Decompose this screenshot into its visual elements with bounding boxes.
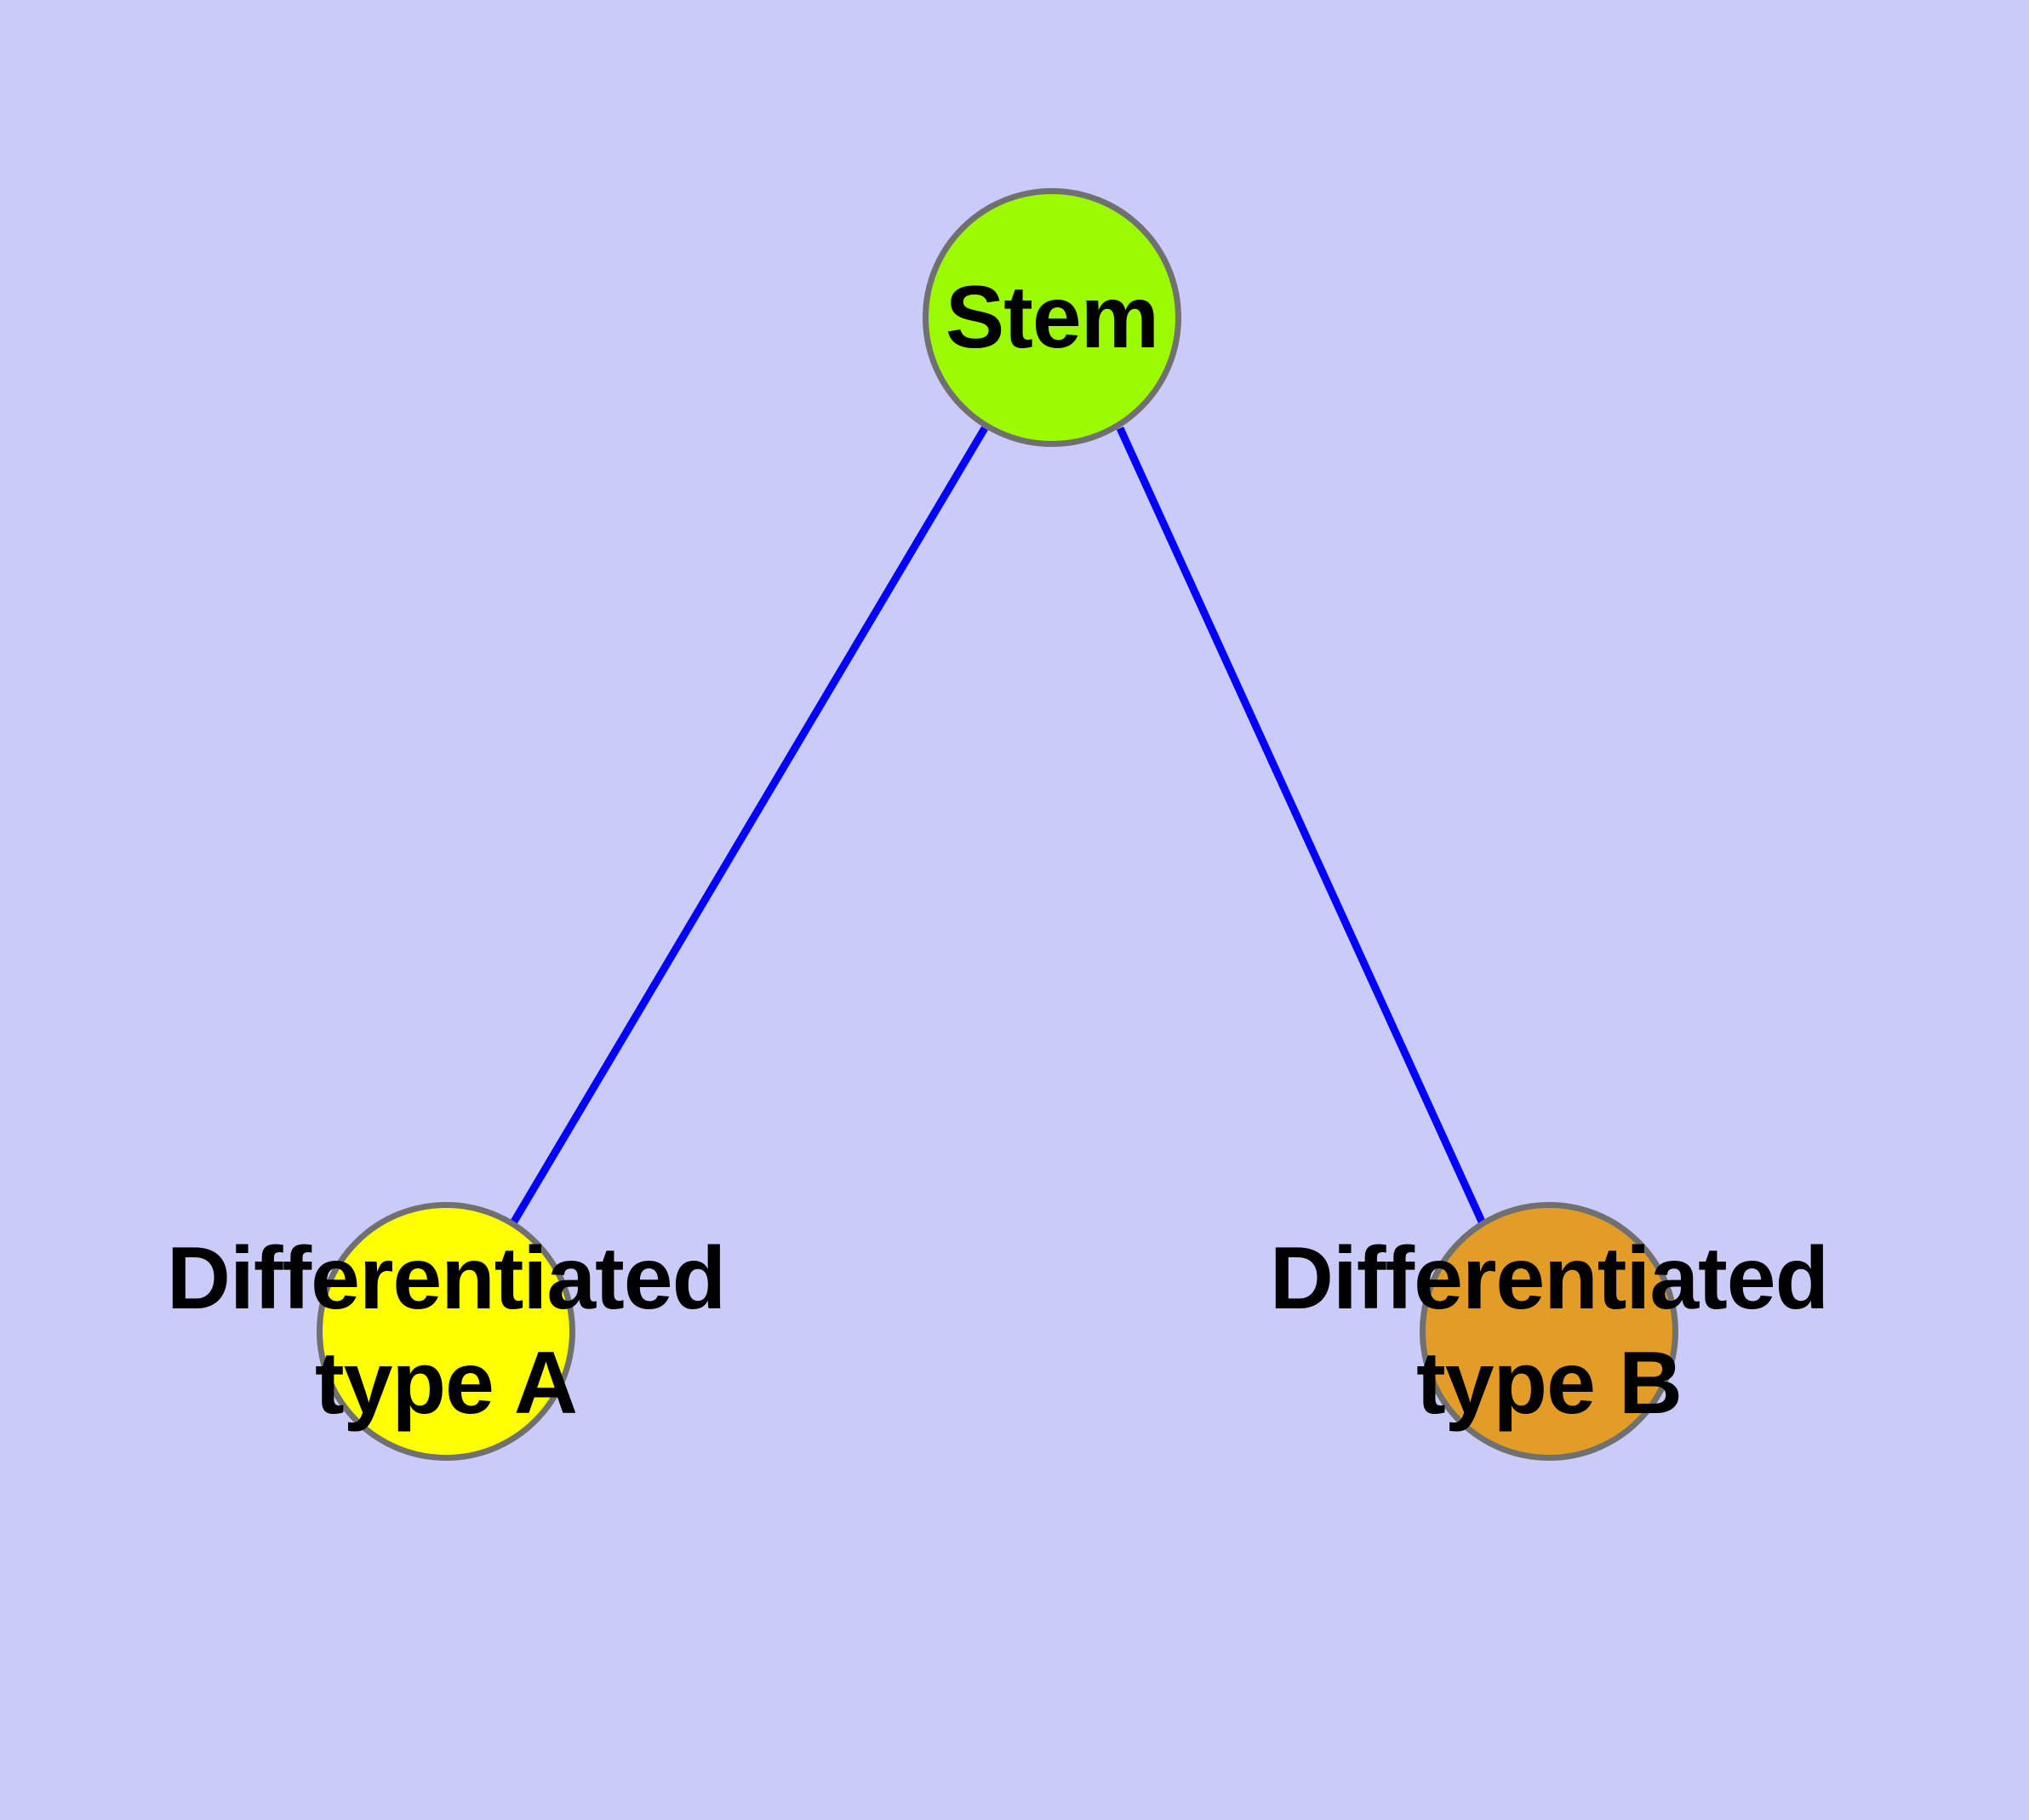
edge-stem-to-differentiated-type-a <box>511 426 988 1224</box>
edge-stem-to-differentiated-type-b <box>1116 426 1486 1223</box>
node-differentiated-type-a[interactable] <box>317 1202 575 1461</box>
node-stem[interactable] <box>923 188 1181 447</box>
node-differentiated-type-b[interactable] <box>1420 1202 1678 1461</box>
